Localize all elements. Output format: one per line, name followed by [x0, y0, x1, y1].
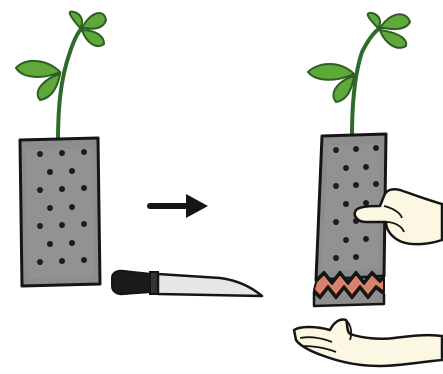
leaf-top-left: [368, 13, 380, 28]
leaf-top-right: [82, 13, 106, 46]
leaf-mid-left: [308, 64, 354, 80]
leaf-top-left: [70, 12, 82, 28]
stem: [352, 28, 380, 136]
knife-blade: [158, 274, 262, 296]
knife-handle: [112, 271, 152, 294]
potting-bag-left: [20, 138, 100, 286]
stem: [58, 28, 82, 142]
seedling-right: [308, 13, 410, 136]
seedling-left: [16, 12, 106, 142]
knife: [112, 271, 262, 296]
leaf-mid-left: [16, 61, 60, 77]
hand-catching: [294, 319, 442, 366]
leaf-top-right: [380, 14, 410, 48]
leaf-mid-lower: [38, 74, 60, 100]
arrow-right: [150, 194, 208, 218]
